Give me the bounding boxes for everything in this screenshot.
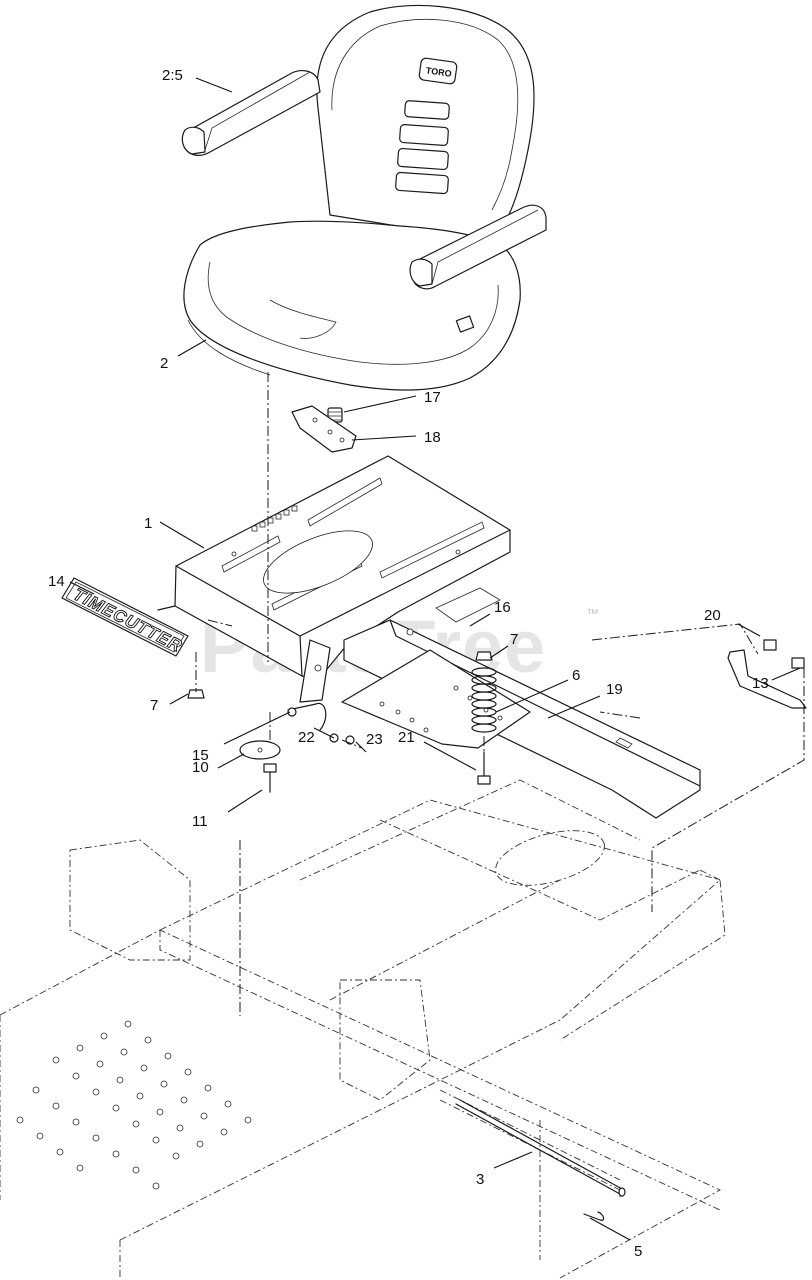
slide-bracket-part-18[interactable] [291,405,357,453]
callout-10[interactable]: 10 [192,759,209,776]
callout-17[interactable]: 17 [424,389,441,406]
leader-lines [69,77,801,1241]
bracket-part-15[interactable] [287,702,327,731]
callout-7-upper[interactable]: 7 [510,631,518,648]
bracket-part-13[interactable] [727,649,807,709]
callout-11[interactable]: 11 [192,813,208,830]
callout-13[interactable]: 13 [752,675,769,692]
armrest-right[interactable] [409,204,547,290]
watermark-trademark: ™ [586,606,599,621]
armrest-left[interactable] [181,70,321,156]
bolt-part-11[interactable] [263,763,277,793]
seat-part-2[interactable]: TORO [181,4,547,391]
mower-frame-reference [0,779,726,1280]
footplate-holes [16,1020,252,1190]
callout-2-5[interactable]: 2:5 [162,67,183,84]
washer-part-10[interactable] [239,740,281,760]
callout-15[interactable]: 15 [192,747,209,764]
callout-14[interactable]: 14 [48,573,65,590]
bolt-part-21[interactable] [477,751,491,785]
callout-5[interactable]: 5 [634,1243,642,1260]
nut-part-7-upper[interactable] [475,651,493,661]
seat-pan-part-1[interactable] [157,455,511,703]
seat-logo: TORO [418,57,458,85]
pin-part-5[interactable] [583,1211,605,1221]
bolt-part-20[interactable] [763,639,805,669]
rod-part-3[interactable] [455,1099,626,1197]
callout-3[interactable]: 3 [476,1171,484,1188]
callout-19[interactable]: 19 [606,681,623,698]
callout-1[interactable]: 1 [144,515,152,532]
callout-labels: 2:5 2 17 18 1 14 16 7 6 19 20 13 7 15 22… [48,67,769,1260]
callout-22[interactable]: 22 [298,729,315,746]
callout-20[interactable]: 20 [704,607,721,624]
callout-2[interactable]: 2 [160,355,168,372]
svg-text:TORO: TORO [425,65,452,78]
callout-23[interactable]: 23 [366,731,383,748]
svg-text:TIMECUTTER: TIMECUTTER [70,585,185,656]
callout-18[interactable]: 18 [424,429,441,446]
callout-7-lower[interactable]: 7 [150,697,158,714]
callout-16[interactable]: 16 [494,599,511,616]
callout-6[interactable]: 6 [572,667,580,684]
decal-part-14[interactable]: TIMECUTTER [61,577,189,657]
callout-21[interactable]: 21 [398,729,415,746]
nut-part-7-lower[interactable] [187,689,205,699]
spring-part-17[interactable] [327,407,343,423]
